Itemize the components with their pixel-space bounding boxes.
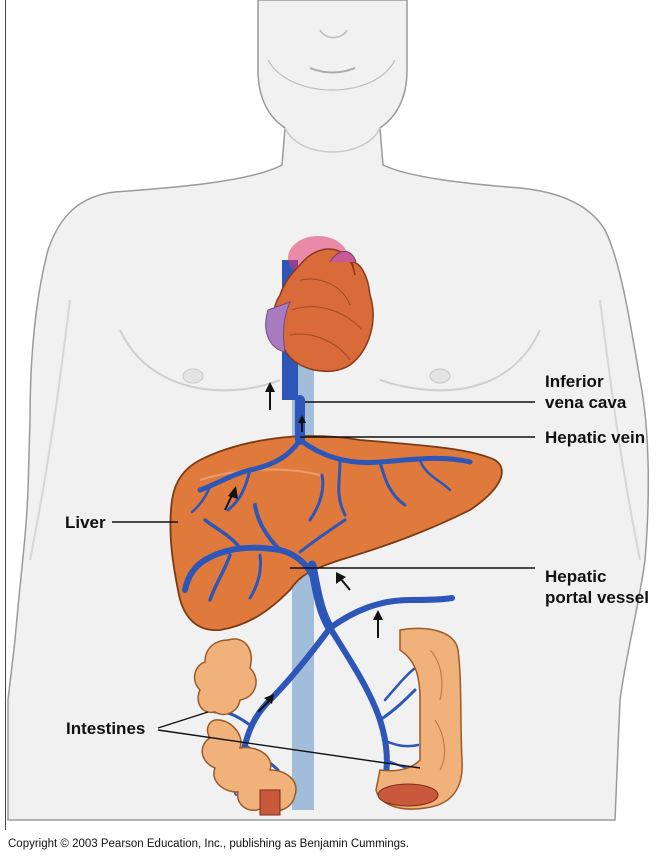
label-intestines: Intestines	[66, 718, 145, 739]
left-nipple	[183, 369, 203, 383]
label-hepatic-vein: Hepatic vein	[545, 427, 645, 448]
label-liver: Liver	[65, 512, 106, 533]
label-hepatic-portal-line1: Hepatic	[545, 566, 606, 587]
label-inferior-vena-cava-line1: Inferior	[545, 371, 604, 392]
label-inferior-vena-cava-line2: vena cava	[545, 392, 626, 413]
right-nipple	[430, 369, 450, 383]
copyright-notice: Copyright © 2003 Pearson Education, Inc.…	[8, 838, 409, 850]
label-hepatic-portal-line2: portal vessel	[545, 587, 649, 608]
